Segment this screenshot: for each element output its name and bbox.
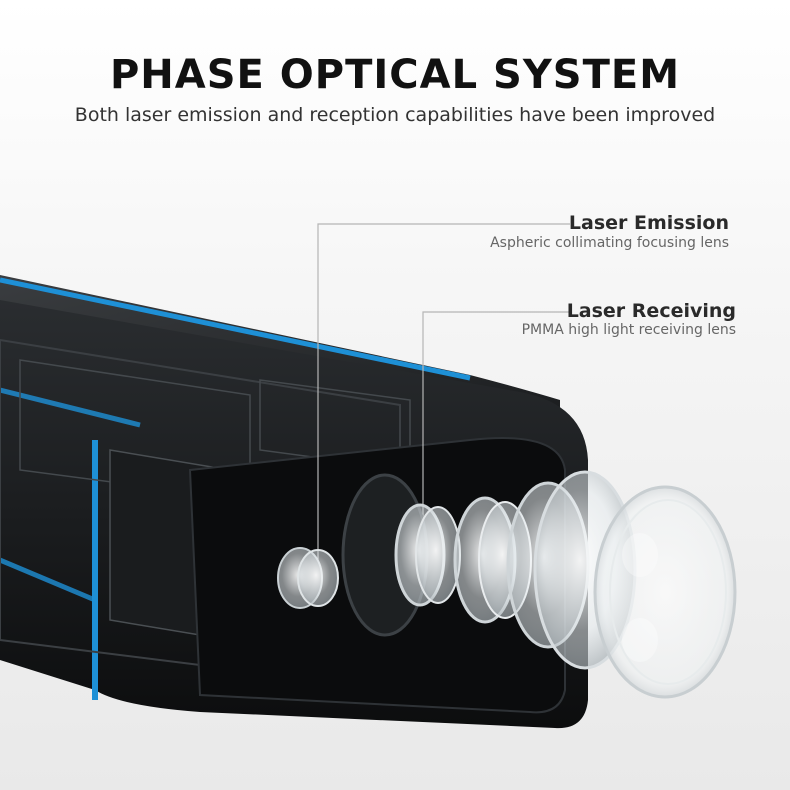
page-subtitle: Both laser emission and reception capabi… (74, 104, 716, 126)
receiving-lens-stack (341, 470, 737, 699)
callout-title-laser-emission: Laser Emission (568, 212, 729, 234)
device-body (0, 275, 588, 729)
callout-leader-lines (317, 223, 570, 560)
page-title: PHASE OPTICAL SYSTEM (109, 52, 681, 98)
callout-desc-laser-emission: Aspheric collimating focusing lens (490, 235, 729, 251)
callout-desc-laser-receiving: PMMA high light receiving lens (521, 322, 736, 338)
emission-lens (277, 547, 339, 609)
callout-title-laser-receiving: Laser Receiving (566, 300, 736, 322)
